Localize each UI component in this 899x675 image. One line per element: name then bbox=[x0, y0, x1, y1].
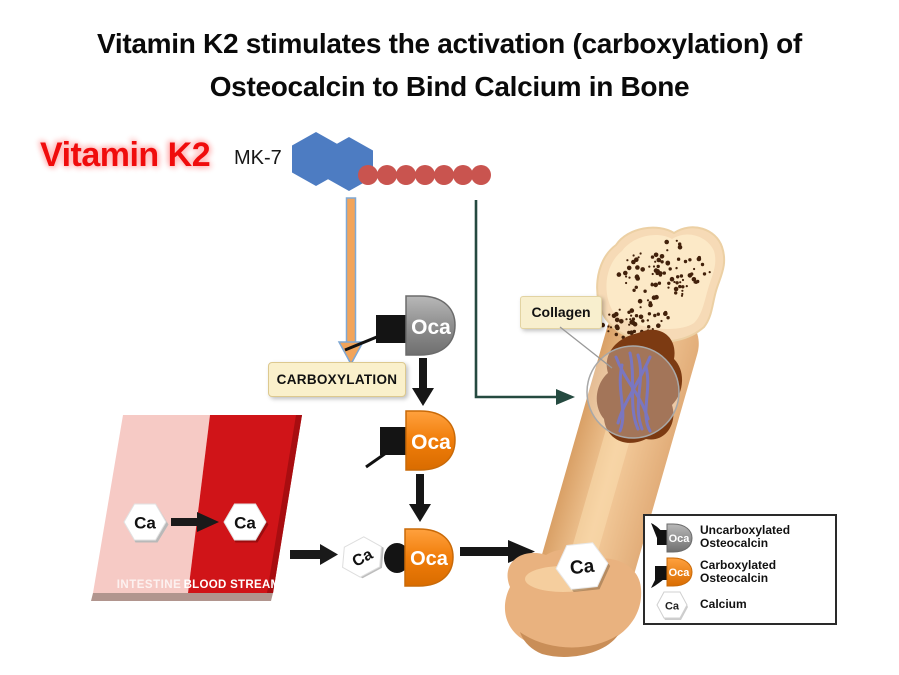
legend-item-uncarboxylated: Oca Uncarboxylated Osteocalcin bbox=[649, 520, 831, 554]
mk7-label: MK-7 bbox=[234, 147, 282, 169]
calcium-hexagon-icon: Ca bbox=[555, 542, 611, 593]
mk7-molecule-icon bbox=[292, 132, 491, 191]
legend-box: Oca Uncarboxylated Osteocalcin Oca C bbox=[643, 514, 837, 625]
mk7-to-bone-connector-icon bbox=[474, 200, 575, 405]
ca-label: Ca bbox=[234, 514, 256, 533]
carboxylated-osteocalcin-icon: Oca bbox=[651, 557, 693, 588]
title-line-2: Osteocalcin to Bind Calcium in Bone bbox=[209, 71, 690, 103]
magnifier-circle-icon bbox=[586, 345, 680, 439]
ca-transfer-arrow-icon bbox=[171, 512, 219, 532]
right-arrow-icon bbox=[290, 544, 338, 565]
down-arrow-icon bbox=[412, 358, 434, 406]
bone-illustration: Ca bbox=[504, 226, 726, 657]
vitamin-k2-label: Vitamin K2 bbox=[40, 136, 211, 174]
intestine-label: INTESTINE bbox=[117, 579, 182, 591]
legend-label: Uncarboxylated bbox=[700, 522, 791, 537]
ca-label: Ca bbox=[569, 556, 596, 579]
oca-label: Oca bbox=[669, 533, 691, 545]
down-arrow-icon bbox=[409, 474, 431, 522]
legend-label: Osteocalcin bbox=[700, 535, 769, 550]
oca-label: Oca bbox=[411, 316, 451, 339]
oca-label: Oca bbox=[669, 567, 691, 579]
legend-label: Calcium bbox=[700, 597, 747, 611]
legend-label: Osteocalcin bbox=[700, 570, 769, 585]
isoprene-chain-icon bbox=[358, 165, 491, 185]
collagen-fibers-icon bbox=[614, 351, 652, 433]
carboxylated-osteocalcin-icon: Oca bbox=[365, 410, 456, 471]
uncarboxylated-osteocalcin-icon: Oca bbox=[344, 295, 456, 356]
calcium-bound-osteocalcin-icon: Ca Oca bbox=[342, 528, 535, 587]
bone-spongy-region bbox=[606, 234, 716, 329]
calcium-hexagon-icon: Ca bbox=[342, 536, 384, 579]
legend-label: Carboxylated bbox=[700, 557, 777, 572]
legend-item-calcium: Ca Calcium bbox=[649, 590, 831, 620]
ca-label: Ca bbox=[134, 514, 156, 533]
carboxylation-label: CARBOXYLATION bbox=[268, 362, 406, 397]
vitamin-k2-down-arrow-icon bbox=[337, 197, 365, 366]
oca-label: Oca bbox=[411, 431, 451, 454]
calcium-hexagon-icon: Ca bbox=[123, 503, 169, 543]
ca-label: Ca bbox=[665, 600, 680, 612]
oca-label: Oca bbox=[410, 548, 449, 570]
intestine-bloodstream-panel: INTESTINE BLOOD STREAM Ca Ca bbox=[91, 415, 302, 601]
page-title: Vitamin K2 stimulates the activation (ca… bbox=[0, 22, 899, 109]
collagen-leader-line bbox=[559, 326, 613, 369]
calcium-hexagon-icon: Ca bbox=[223, 503, 269, 543]
calcium-icon: Ca bbox=[656, 591, 688, 620]
uncarboxylated-osteocalcin-icon: Oca bbox=[651, 522, 693, 552]
bloodstream-label: BLOOD STREAM bbox=[184, 579, 281, 591]
legend-item-carboxylated: Oca Carboxylated Osteocalcin bbox=[649, 555, 831, 589]
arrow-to-bone-icon bbox=[460, 540, 535, 563]
trabecular-speckles bbox=[616, 239, 711, 300]
title-line-1: Vitamin K2 stimulates the activation (ca… bbox=[97, 28, 802, 59]
